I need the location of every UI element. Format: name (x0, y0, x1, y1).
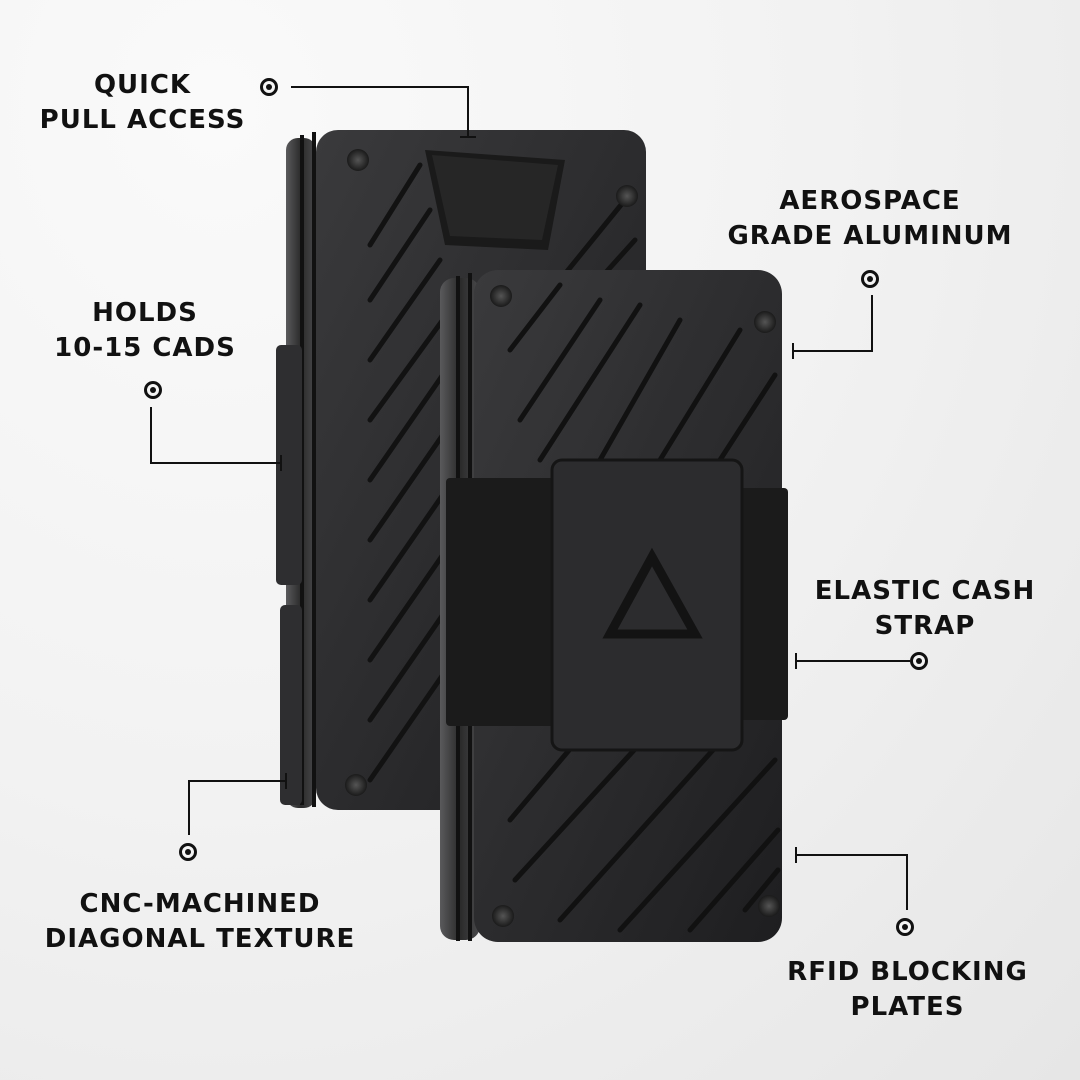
feature-aluminum-label: AEROSPACE GRADE ALUMINUM (727, 186, 1013, 251)
callout-line (792, 343, 794, 359)
callout-dot-icon (861, 270, 879, 288)
callout-dot-icon (144, 381, 162, 399)
feature-rfid-label: RFID BLOCKING PLATES (787, 957, 1028, 1022)
callout-line (188, 780, 190, 835)
callout-line (188, 780, 287, 782)
callout-line (792, 350, 873, 352)
callout-dot-icon (910, 652, 928, 670)
callout-line (291, 86, 469, 88)
callout-line (795, 854, 908, 856)
callout-line (150, 462, 280, 464)
callout-line (280, 455, 282, 471)
callout-line (795, 660, 910, 662)
money-clip-plate (550, 458, 744, 752)
feature-quick-pull-label: QUICK PULL ACCESS (39, 70, 246, 135)
callout-dot-icon (179, 843, 197, 861)
callout-line (871, 295, 873, 351)
callout-line (150, 407, 152, 463)
callout-line (906, 854, 908, 910)
triangle-logo-icon (602, 547, 703, 639)
callout-line (460, 136, 476, 138)
elastic-strap-left (446, 478, 556, 726)
feature-cash-strap-label: ELASTIC CASH STRAP (814, 576, 1036, 641)
callout-line (467, 86, 469, 138)
feature-holds-cards-label: HOLDS 10-15 CADS (54, 298, 236, 363)
callout-dot-icon (896, 918, 914, 936)
feature-cnc-texture-label: CNC-MACHINED DIAGONAL TEXTURE (44, 889, 356, 954)
front-wallet (440, 270, 788, 942)
callout-dot-icon (260, 78, 278, 96)
